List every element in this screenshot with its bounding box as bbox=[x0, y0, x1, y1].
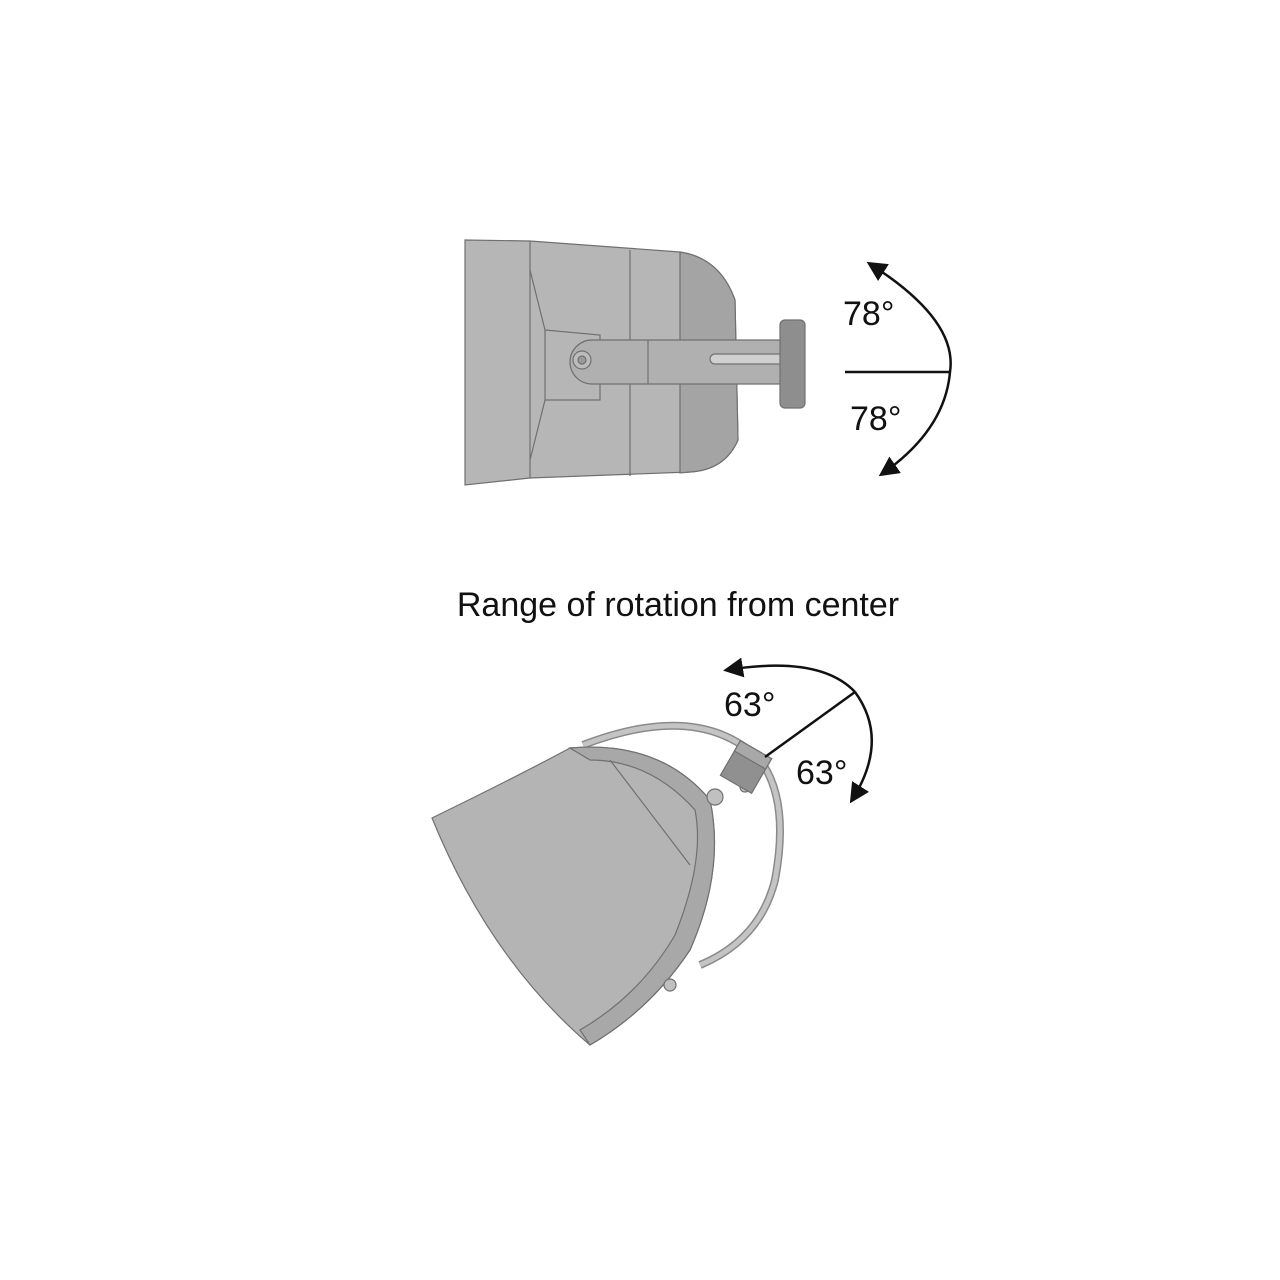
angle-label-down: 78° bbox=[850, 400, 902, 438]
speaker-side-view bbox=[464, 239, 806, 486]
rotation-arrow-63 bbox=[723, 657, 873, 804]
speaker-top-view bbox=[431, 721, 784, 1046]
caption: Range of rotation from center bbox=[456, 586, 900, 624]
angle-label-up: 78° bbox=[843, 295, 895, 333]
angle-label-right: 63° bbox=[796, 754, 848, 792]
angle-label-left: 63° bbox=[724, 686, 776, 724]
rotation-arrow-78 bbox=[845, 261, 952, 477]
